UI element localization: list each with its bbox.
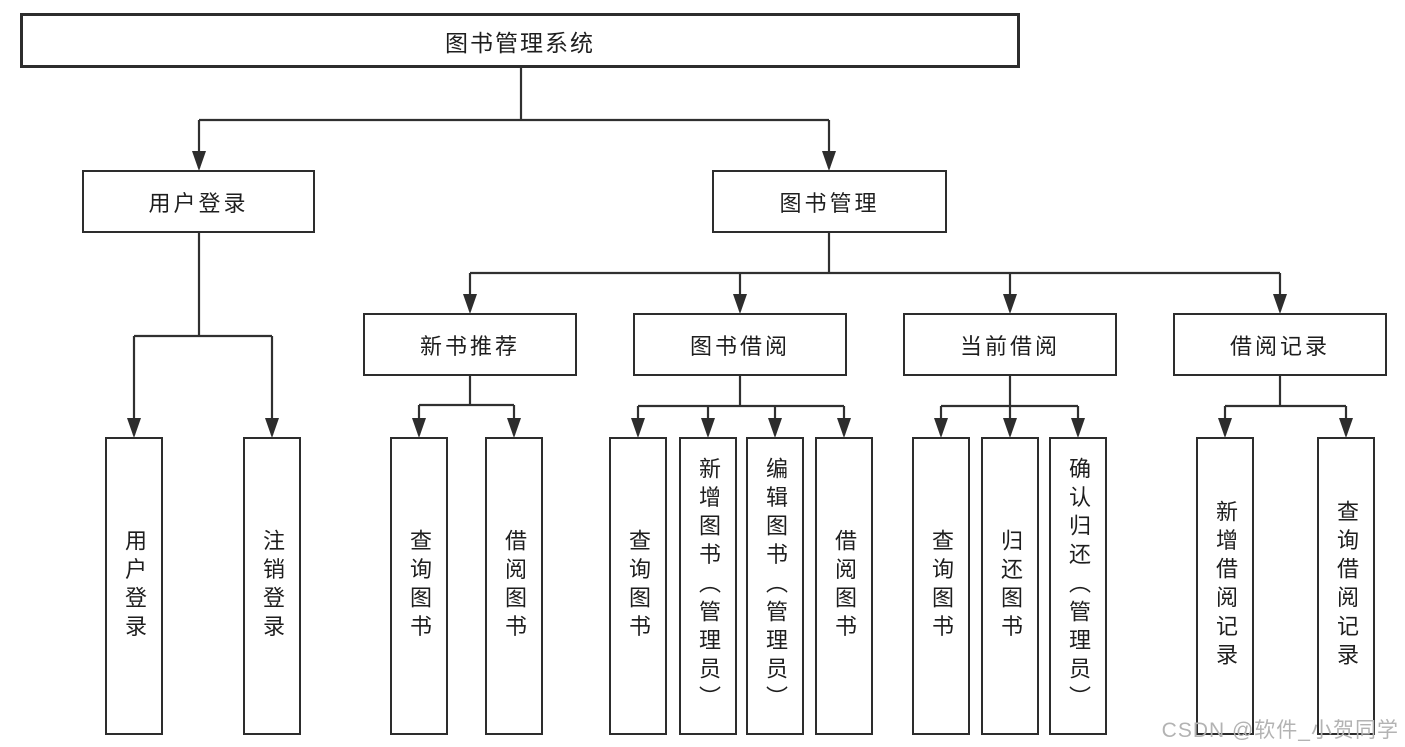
node-leaf-confirm-return-admin: 确认归还（管理员） xyxy=(1049,437,1107,735)
node-leaf-user-login: 用户登录 xyxy=(105,437,163,735)
node-user-login: 用户登录 xyxy=(82,170,315,233)
node-leaf-add-book-admin: 新增图书（管理员） xyxy=(679,437,737,735)
leaf-label: 注销登录 xyxy=(260,528,285,644)
leaf-label: 查询借阅记录 xyxy=(1334,500,1359,672)
node-root: 图书管理系统 xyxy=(20,13,1020,68)
node-borrow-records: 借阅记录 xyxy=(1173,313,1387,376)
node-leaf-recommend-query-book: 查询图书 xyxy=(390,437,448,735)
leaf-label: 查询图书 xyxy=(626,528,651,644)
node-leaf-current-query-book: 查询图书 xyxy=(912,437,970,735)
node-current-borrow: 当前借阅 xyxy=(903,313,1117,376)
connector-records-to-leaves xyxy=(1218,375,1353,438)
node-book-management-label: 图书管理 xyxy=(779,190,880,216)
node-leaf-edit-book-admin: 编辑图书（管理员） xyxy=(746,437,804,735)
node-leaf-return-book: 归还图书 xyxy=(981,437,1039,735)
connector-recommend-to-leaves xyxy=(412,375,521,438)
leaf-label: 借阅图书 xyxy=(832,528,857,644)
connector-borrow-to-leaves xyxy=(631,375,851,438)
leaf-label: 确认归还（管理员） xyxy=(1066,457,1091,715)
node-book-management: 图书管理 xyxy=(712,170,947,233)
leaf-label: 新增借阅记录 xyxy=(1213,500,1238,672)
leaf-label: 归还图书 xyxy=(998,528,1023,644)
node-leaf-logout: 注销登录 xyxy=(243,437,301,735)
connector-login-to-leaves xyxy=(127,233,279,438)
node-leaf-query-borrow-record: 查询借阅记录 xyxy=(1317,437,1375,735)
connector-bookmgmt-to-level3 xyxy=(463,233,1287,314)
node-root-label: 图书管理系统 xyxy=(445,29,595,56)
node-book-borrow-label: 图书借阅 xyxy=(689,333,790,359)
leaf-label: 查询图书 xyxy=(407,528,432,644)
node-leaf-borrow-book: 借阅图书 xyxy=(815,437,873,735)
connector-root-to-level2 xyxy=(192,68,836,171)
node-leaf-borrow-query-book: 查询图书 xyxy=(609,437,667,735)
leaf-label: 用户登录 xyxy=(122,528,147,644)
connector-current-to-leaves xyxy=(934,375,1085,438)
leaf-label: 借阅图书 xyxy=(502,528,527,644)
leaf-label: 查询图书 xyxy=(929,528,954,644)
node-leaf-recommend-borrow-book: 借阅图书 xyxy=(485,437,543,735)
node-new-book-recommend-label: 新书推荐 xyxy=(419,333,520,359)
node-leaf-add-borrow-record: 新增借阅记录 xyxy=(1196,437,1254,735)
leaf-label: 新增图书（管理员） xyxy=(696,457,721,715)
node-book-borrow: 图书借阅 xyxy=(633,313,847,376)
csdn-watermark: CSDN @软件_小贺同学 xyxy=(1161,719,1399,742)
node-current-borrow-label: 当前借阅 xyxy=(959,333,1060,359)
node-user-login-label: 用户登录 xyxy=(148,190,249,216)
node-borrow-records-label: 借阅记录 xyxy=(1229,333,1330,359)
node-new-book-recommend: 新书推荐 xyxy=(363,313,577,376)
leaf-label: 编辑图书（管理员） xyxy=(763,457,788,715)
